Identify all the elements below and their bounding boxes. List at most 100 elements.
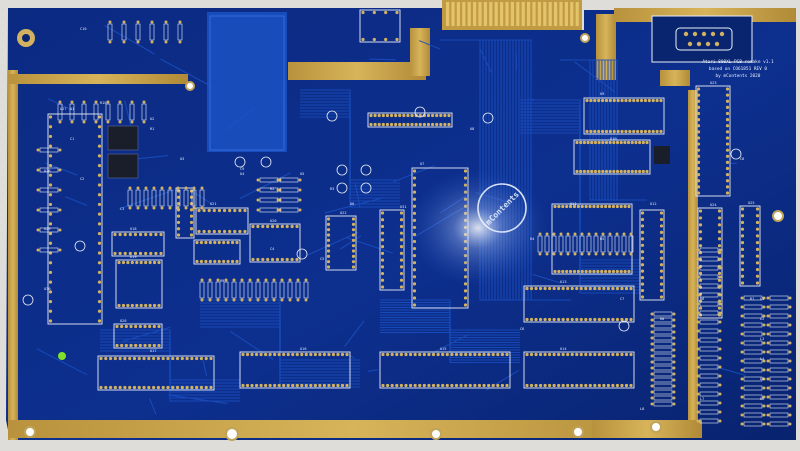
pad	[143, 343, 147, 348]
pad	[130, 120, 134, 124]
pad	[570, 383, 574, 388]
pad	[629, 317, 633, 322]
pad	[157, 324, 161, 329]
resistor	[135, 23, 141, 41]
pad	[740, 267, 745, 272]
pad	[659, 98, 663, 103]
pad	[762, 305, 766, 309]
resistor	[699, 346, 719, 352]
pad	[381, 383, 385, 388]
pad	[647, 129, 651, 134]
pad	[176, 233, 181, 237]
pad	[233, 229, 237, 234]
pad	[290, 224, 294, 229]
designator-label: L7	[700, 397, 704, 401]
connector-finger	[500, 2, 504, 26]
trace	[168, 394, 228, 404]
resistor	[105, 103, 111, 121]
pad	[82, 100, 86, 104]
pad	[718, 302, 722, 306]
pad	[696, 185, 701, 189]
pad	[755, 254, 760, 258]
designator-label: R8	[660, 317, 664, 321]
pad	[575, 383, 579, 388]
pad	[602, 286, 606, 291]
resistor	[39, 207, 59, 213]
pad	[256, 188, 260, 192]
pad	[672, 354, 676, 358]
pad	[122, 20, 126, 24]
pad	[561, 286, 565, 291]
pad	[435, 113, 439, 118]
designator-label: U26	[120, 319, 127, 323]
pad	[232, 278, 236, 282]
pad	[755, 234, 760, 238]
pad	[762, 386, 766, 390]
pad	[300, 352, 304, 357]
pad	[584, 352, 588, 357]
pad	[152, 186, 156, 190]
pad	[351, 244, 356, 248]
pad	[331, 383, 336, 388]
pad	[636, 98, 640, 103]
pad	[548, 352, 552, 357]
pad	[351, 233, 356, 237]
pad	[70, 100, 74, 104]
pad	[238, 229, 242, 234]
db9-pin	[705, 41, 711, 47]
pad	[222, 229, 227, 234]
resistor	[743, 340, 763, 346]
pad	[672, 324, 676, 328]
pad	[228, 208, 232, 213]
pad	[208, 240, 212, 245]
pad	[150, 20, 154, 24]
pad	[590, 140, 594, 145]
pad	[696, 320, 700, 324]
pad	[601, 140, 605, 145]
pad	[275, 224, 280, 229]
resistor	[551, 235, 557, 253]
pad	[184, 206, 188, 210]
pad	[718, 275, 722, 279]
pad	[176, 214, 181, 218]
capacitor	[234, 156, 246, 168]
pad	[268, 352, 272, 357]
pad	[326, 265, 331, 269]
pad	[696, 148, 701, 152]
pad	[157, 303, 161, 308]
resistor	[743, 394, 763, 400]
pad	[755, 281, 760, 285]
pad	[36, 168, 40, 172]
pad	[615, 232, 619, 236]
pad	[696, 356, 700, 360]
pad	[651, 98, 655, 103]
pad	[606, 352, 610, 357]
trace	[574, 61, 616, 93]
pad	[766, 359, 770, 363]
pad	[604, 98, 609, 103]
connector-finger	[548, 2, 552, 26]
ic-outline	[193, 239, 241, 265]
ic-outline	[325, 215, 357, 271]
pad	[593, 169, 598, 174]
pad	[97, 163, 102, 168]
pad	[788, 296, 792, 300]
pad	[318, 352, 322, 357]
pad	[232, 298, 236, 302]
pad	[175, 356, 180, 361]
pad	[199, 240, 204, 245]
pad	[144, 260, 148, 265]
pad	[272, 298, 276, 302]
resistor	[163, 23, 169, 41]
pad	[740, 368, 744, 372]
resistor	[565, 235, 571, 253]
resistor	[135, 189, 141, 207]
pad	[566, 352, 570, 357]
pad	[587, 252, 591, 256]
pad	[97, 231, 102, 236]
pad	[36, 148, 40, 152]
pad	[399, 383, 403, 388]
pad	[698, 278, 703, 282]
resistor	[653, 323, 673, 329]
pad	[606, 383, 610, 388]
